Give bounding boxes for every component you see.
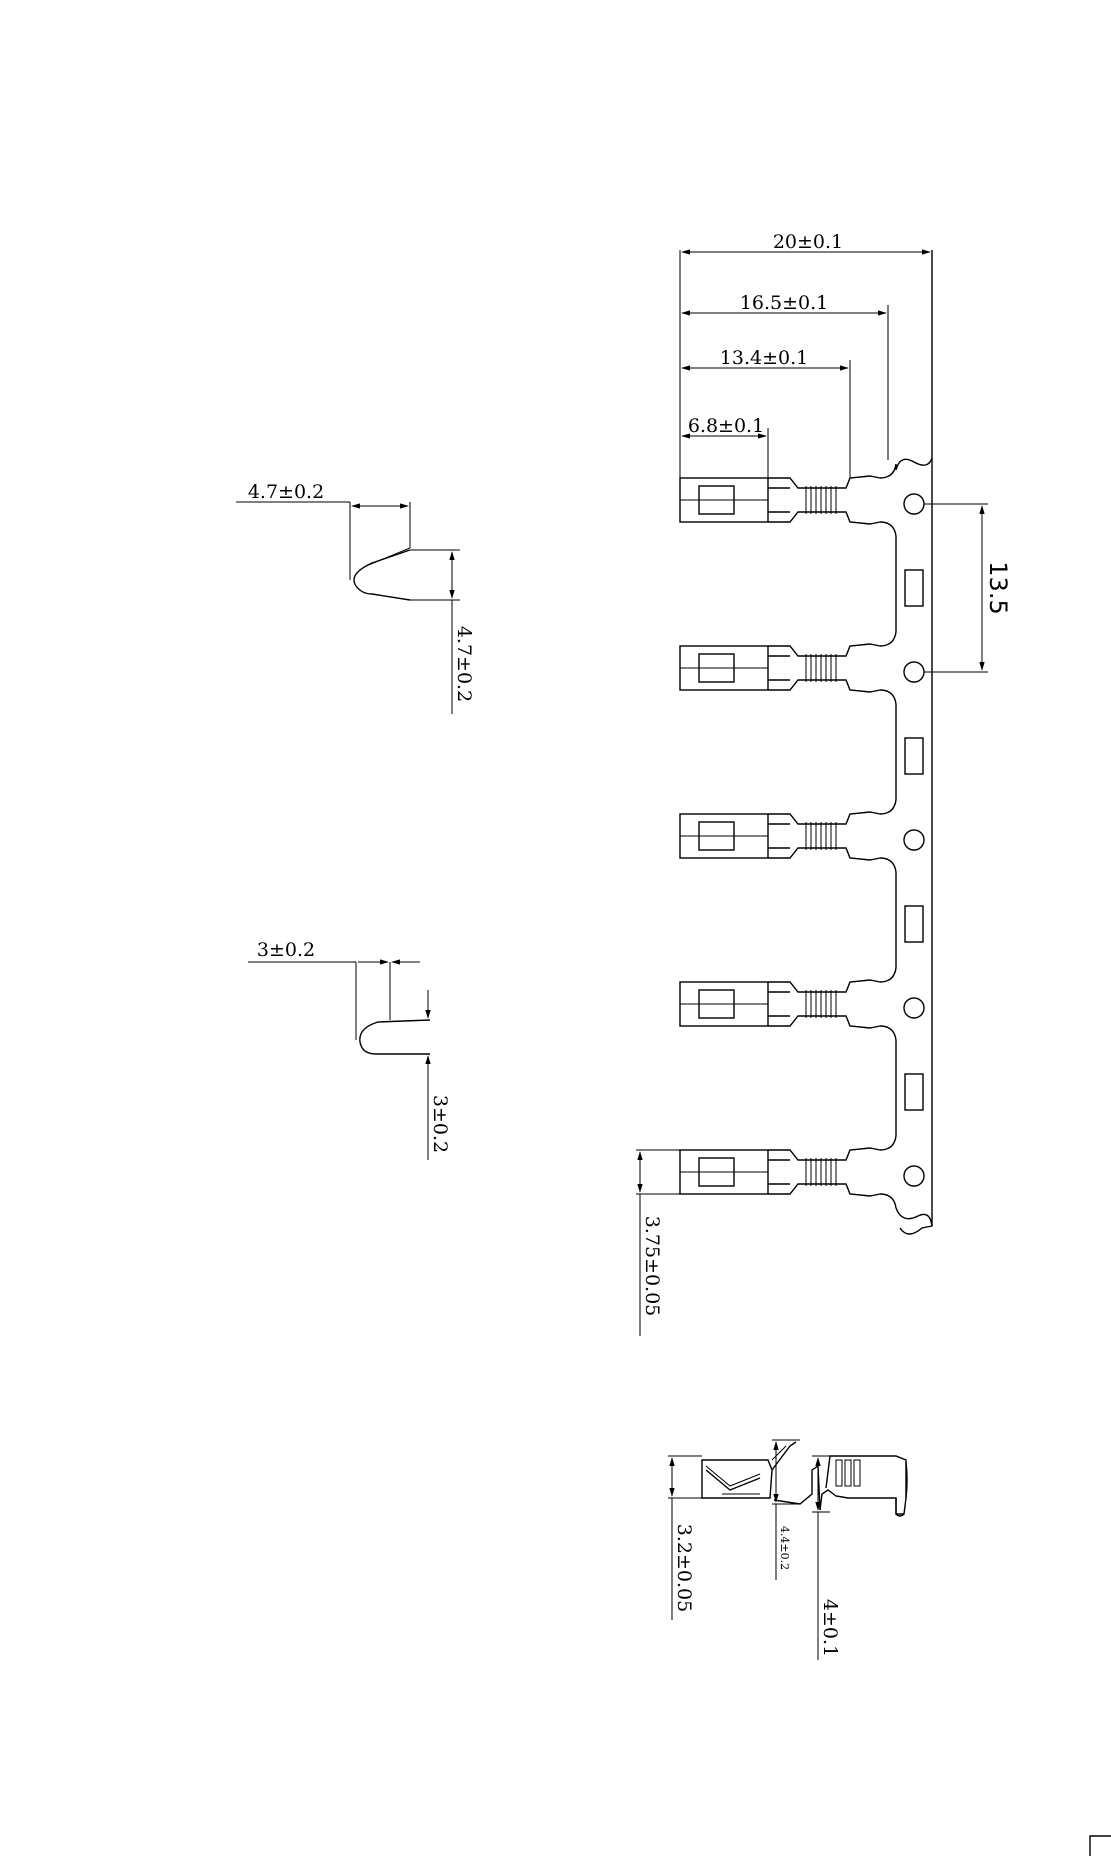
title-block-corner xyxy=(1089,1835,1111,1856)
length-dimensions: 20±0.1 16.5±0.1 13.4±0.1 6.8±0.1 xyxy=(679,231,931,478)
strip-slot xyxy=(904,569,924,607)
dim-terminal-width: 3.75±0.05 xyxy=(641,1216,663,1317)
dim-top-bend-height: 4.7±0.2 xyxy=(453,626,475,702)
terminal-2 xyxy=(679,631,925,705)
strip-slot xyxy=(904,737,924,775)
dim-mid-bend-width: 3±0.2 xyxy=(257,939,315,961)
terminal-5 xyxy=(679,1135,925,1209)
bend-detail-upper: 4.7±0.2 4.7±0.2 xyxy=(236,481,475,714)
side-view: 3.2±0.05 4.4±0.2 4±0.1 xyxy=(668,1439,908,1660)
bend-detail-middle: 3±0.2 3±0.2 xyxy=(248,939,451,1160)
dim-length-6-8: 6.8±0.1 xyxy=(688,415,764,437)
dim-side-height-3-2: 3.2±0.05 xyxy=(673,1524,695,1612)
dim-pitch: 13.5 xyxy=(984,561,1012,614)
terminal-4 xyxy=(679,967,925,1041)
carrier-strip-view xyxy=(679,250,933,1235)
dim-side-height-4: 4±0.1 xyxy=(819,1599,841,1657)
dim-length-13-4: 13.4±0.1 xyxy=(720,347,808,369)
strip-slot xyxy=(904,1073,924,1111)
dim-mid-bend-height: 3±0.2 xyxy=(429,1095,451,1153)
terminal-3 xyxy=(679,799,925,873)
terminal-1 xyxy=(679,463,925,537)
dim-top-bend-width: 4.7±0.2 xyxy=(248,481,324,503)
pitch-dimension: 13.5 xyxy=(924,503,1012,673)
dim-side-height-4-4: 4.4±0.2 xyxy=(778,1526,791,1570)
strip-slot xyxy=(904,905,924,943)
dim-length-16-5: 16.5±0.1 xyxy=(740,292,828,314)
dim-overall-length: 20±0.1 xyxy=(773,231,843,253)
terminal-width-dimension: 3.75±0.05 xyxy=(636,1149,680,1336)
